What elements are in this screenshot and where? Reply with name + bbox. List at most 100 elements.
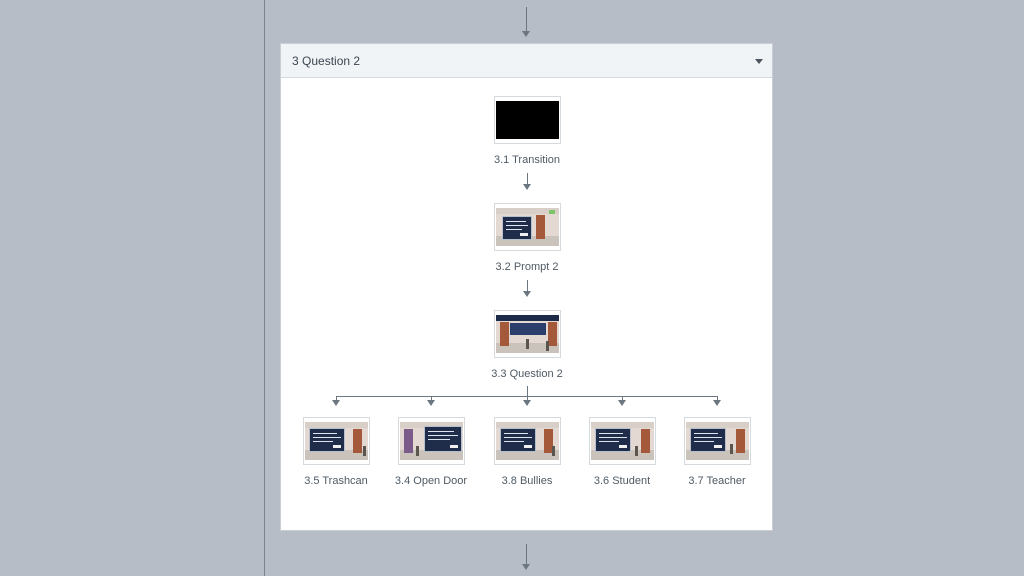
door bbox=[352, 429, 362, 453]
floor bbox=[304, 450, 368, 460]
text-line bbox=[693, 437, 722, 438]
text-line bbox=[312, 441, 333, 442]
text-line bbox=[427, 431, 454, 432]
ceiling bbox=[495, 208, 559, 214]
slide-label: 3.6 Student bbox=[593, 475, 651, 487]
door bbox=[499, 322, 509, 346]
text-line bbox=[503, 433, 528, 434]
panel-button bbox=[713, 445, 722, 448]
slide-node-3-2[interactable]: 3.2 Prompt 2 bbox=[477, 203, 577, 273]
lockers bbox=[509, 323, 546, 335]
connector bbox=[431, 396, 432, 402]
slide-thumbnail bbox=[397, 417, 465, 465]
connector bbox=[527, 280, 528, 293]
text-line bbox=[427, 435, 458, 436]
floor bbox=[590, 450, 654, 460]
chevron-down-icon[interactable] bbox=[755, 59, 763, 64]
person bbox=[545, 341, 549, 351]
connector bbox=[527, 396, 528, 402]
panel-button bbox=[332, 445, 341, 448]
ceiling bbox=[590, 422, 654, 428]
arrow-down-icon bbox=[523, 291, 531, 297]
slide-label: 3.1 Transition bbox=[493, 154, 561, 166]
scene-header[interactable]: 3 Question 2 bbox=[281, 44, 772, 78]
door bbox=[543, 429, 553, 453]
text-panel bbox=[501, 216, 532, 240]
text-line bbox=[505, 229, 522, 230]
slide-label: 3.5 Trashcan bbox=[304, 475, 368, 487]
door bbox=[535, 215, 545, 239]
panel-button bbox=[449, 445, 458, 448]
person bbox=[634, 446, 638, 456]
ceiling bbox=[495, 422, 559, 428]
ceiling bbox=[399, 422, 463, 428]
person bbox=[362, 446, 366, 456]
outgoing-arrow-icon bbox=[522, 564, 530, 570]
slide-thumbnail bbox=[683, 417, 751, 465]
incoming-connector bbox=[526, 7, 527, 34]
door bbox=[640, 429, 650, 453]
floor bbox=[685, 450, 749, 460]
slide-label: 3.8 Bullies bbox=[501, 475, 553, 487]
text-panel bbox=[499, 428, 536, 452]
slide-thumbnail bbox=[588, 417, 656, 465]
incoming-arrow-icon bbox=[522, 31, 530, 37]
outgoing-connector bbox=[526, 544, 527, 566]
connector bbox=[622, 396, 623, 402]
text-panel bbox=[308, 428, 345, 452]
panel-button bbox=[618, 445, 627, 448]
text-panel bbox=[594, 428, 631, 452]
door bbox=[547, 322, 557, 346]
connector bbox=[336, 396, 337, 402]
canvas-divider bbox=[264, 0, 265, 576]
arrow-down-icon bbox=[618, 400, 626, 406]
slide-label: 3.4 Open Door bbox=[394, 475, 468, 487]
slide-node-3-3[interactable]: 3.3 Question 2 bbox=[477, 310, 577, 380]
slide-node-3-7[interactable]: 3.7 Teacher bbox=[667, 417, 767, 487]
black-transition-thumbnail bbox=[495, 101, 559, 139]
floor bbox=[399, 450, 463, 460]
text-line bbox=[505, 221, 526, 222]
person bbox=[415, 446, 419, 456]
slide-thumbnail bbox=[493, 96, 561, 144]
connector bbox=[717, 396, 718, 402]
text-line bbox=[598, 441, 619, 442]
text-line bbox=[505, 225, 528, 226]
text-line bbox=[598, 437, 627, 438]
scene-panel: 3 Question 2 3.1 Transition bbox=[280, 43, 773, 531]
slide-label: 3.3 Question 2 bbox=[491, 368, 563, 380]
slide-label: 3.7 Teacher bbox=[688, 475, 746, 487]
text-line bbox=[503, 441, 524, 442]
text-line bbox=[503, 437, 532, 438]
floor bbox=[495, 236, 559, 246]
slide-thumbnail bbox=[302, 417, 370, 465]
feedback-scene-thumbnail bbox=[685, 422, 749, 460]
arrow-down-icon bbox=[523, 184, 531, 190]
slide-label: 3.2 Prompt 2 bbox=[495, 261, 559, 273]
slide-node-3-6[interactable]: 3.6 Student bbox=[572, 417, 672, 487]
feedback-scene-thumbnail bbox=[495, 422, 559, 460]
scene-title: 3 Question 2 bbox=[292, 54, 361, 68]
slide-node-3-4[interactable]: 3.4 Open Door bbox=[381, 417, 481, 487]
text-line bbox=[312, 433, 337, 434]
person bbox=[551, 446, 555, 456]
slide-node-3-8[interactable]: 3.8 Bullies bbox=[477, 417, 577, 487]
ceiling bbox=[685, 422, 749, 428]
prompt-scene-thumbnail bbox=[495, 208, 559, 246]
slide-thumbnail bbox=[493, 310, 561, 358]
arrow-down-icon bbox=[713, 400, 721, 406]
ceiling bbox=[495, 315, 559, 321]
arrow-down-icon bbox=[332, 400, 340, 406]
door bbox=[403, 429, 413, 453]
text-line bbox=[693, 433, 718, 434]
text-line bbox=[598, 433, 623, 434]
person bbox=[525, 339, 529, 349]
slide-thumbnail bbox=[493, 417, 561, 465]
connector bbox=[527, 173, 528, 186]
slide-node-3-1[interactable]: 3.1 Transition bbox=[477, 96, 577, 166]
person bbox=[729, 444, 733, 454]
slide-thumbnail bbox=[493, 203, 561, 251]
panel-button bbox=[523, 445, 532, 448]
floor bbox=[495, 450, 559, 460]
slide-node-3-5[interactable]: 3.5 Trashcan bbox=[286, 417, 386, 487]
